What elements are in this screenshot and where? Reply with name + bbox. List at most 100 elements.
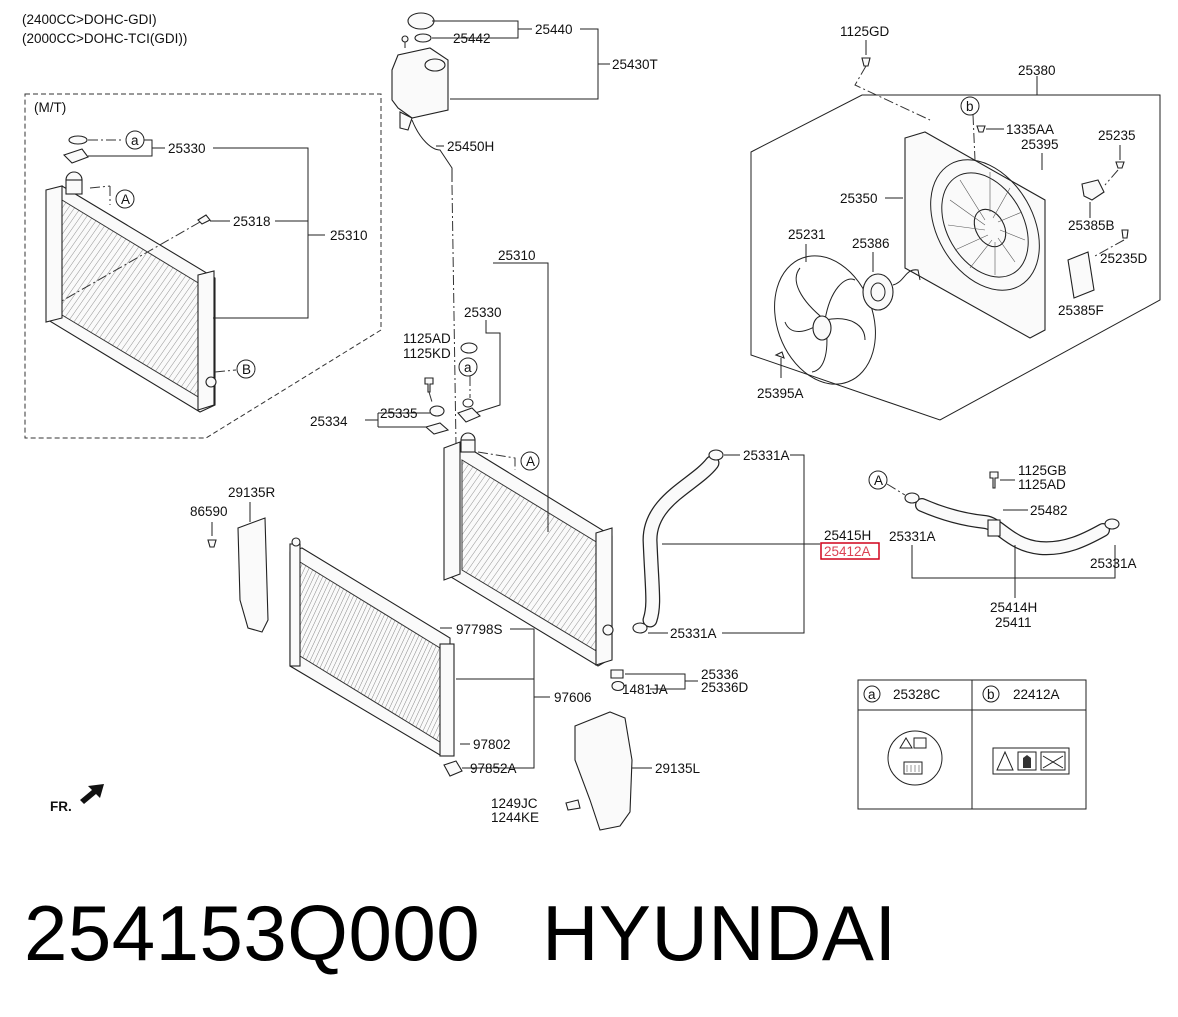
label-25385F: 25385F — [1058, 303, 1104, 318]
label-25415H: 25415H — [824, 528, 871, 543]
module-25385F — [1067, 251, 1095, 299]
label-29135R: 29135R — [228, 485, 276, 500]
legend-a-letter: a — [868, 687, 876, 702]
label-25331A-right1: 25331A — [889, 529, 936, 544]
label-25231: 25231 — [788, 227, 826, 242]
label-29135L: 29135L — [655, 761, 701, 776]
warning-label-rect-icon — [992, 747, 1070, 775]
bolt-1125GB — [989, 471, 999, 489]
label-1249JC: 1249JC — [491, 796, 538, 811]
fan-assembly-box — [750, 94, 1161, 421]
label-97852A: 97852A — [470, 761, 517, 776]
label-1125GD: 1125GD — [840, 24, 890, 39]
parts-diagram: (2400CC>DOHC-GDI) (2000CC>DOHC-TCI(GDI))… — [22, 12, 1161, 831]
svg-text:B: B — [242, 362, 251, 377]
bolt-1249JC — [565, 799, 581, 811]
label-1125AD-right: 1125AD — [1018, 477, 1066, 492]
label-25395A: 25395A — [757, 386, 804, 401]
label-25385B: 25385B — [1068, 218, 1115, 233]
label-25482: 25482 — [1030, 503, 1068, 518]
label-25335: 25335 — [380, 406, 418, 421]
label-97606: 97606 — [554, 690, 592, 705]
label-25412A[interactable]: 25412A — [824, 544, 871, 559]
label-25330: 25330 — [464, 305, 502, 320]
bolt-1335AA — [976, 125, 986, 133]
front-direction-label: FR. — [50, 799, 72, 814]
svg-text:a: a — [464, 360, 472, 375]
label-25331A-bottom: 25331A — [670, 626, 717, 641]
insulator-25336 — [610, 669, 624, 679]
condenser-97606 — [289, 537, 455, 757]
fan-motor-25386 — [862, 269, 921, 311]
label-25440: 25440 — [535, 22, 573, 37]
bracket-25335 — [424, 422, 450, 435]
label-1244KE: 1244KE — [491, 810, 539, 825]
label-25386: 25386 — [852, 236, 890, 251]
warning-label-round-icon — [887, 730, 943, 786]
highlight-box — [820, 542, 880, 560]
label-1125AD: 1125AD — [403, 331, 451, 346]
fan-shroud-25350 — [904, 131, 1046, 339]
cap-seal — [457, 407, 481, 423]
callout-A-hose — [868, 470, 888, 490]
label-25310: 25310 — [498, 248, 536, 263]
callout-b-fan — [960, 96, 980, 116]
engine-note-gdi: (2400CC>DOHC-GDI) — [22, 12, 157, 27]
label-1125KD: 1125KD — [403, 346, 451, 361]
label-1481JA: 1481JA — [622, 682, 668, 697]
label-25336D: 25336D — [701, 680, 749, 695]
footer-caption: 254153Q000 HYUNDAI — [24, 888, 897, 988]
mt-label: (M/T) — [34, 100, 66, 115]
label-97802: 97802 — [473, 737, 511, 752]
cap-gasket — [460, 342, 478, 354]
label-25450H: 25450H — [447, 139, 494, 154]
callout-a-main — [458, 357, 478, 377]
label-25235D: 25235D — [1100, 251, 1148, 266]
label-25331A-right2: 25331A — [1090, 556, 1137, 571]
label-86590: 86590 — [190, 504, 228, 519]
label-mt-25330: 25330 — [168, 141, 206, 156]
label-mt-25310: 25310 — [330, 228, 368, 243]
resistor-25385B — [1081, 179, 1105, 201]
legend-table: a 25328C b 22412A — [857, 679, 1087, 810]
label-mt-25318: 25318 — [233, 214, 271, 229]
label-25235: 25235 — [1098, 128, 1136, 143]
legend-b-part: 22412A — [1013, 687, 1060, 702]
bolt-86590 — [207, 539, 217, 548]
label-25334: 25334 — [310, 414, 348, 429]
label-1335AA: 1335AA — [1006, 122, 1054, 137]
bushing-97852A — [443, 760, 463, 777]
callout-A-main — [520, 451, 540, 471]
radiator-hose-25415H — [632, 449, 724, 634]
svg-text:b: b — [966, 99, 974, 114]
label-25395: 25395 — [1021, 137, 1059, 152]
coolant-reservoir — [391, 12, 453, 182]
label-25350: 25350 — [840, 191, 878, 206]
svg-text:a: a — [131, 133, 139, 148]
front-arrow-icon — [80, 784, 104, 804]
main-radiator — [443, 432, 614, 667]
label-97798S: 97798S — [456, 622, 503, 637]
label-25430T: 25430T — [612, 57, 658, 72]
label-25331A-top: 25331A — [743, 448, 790, 463]
engine-note-tci: (2000CC>DOHC-TCI(GDI)) — [22, 31, 187, 46]
brand-heading: HYUNDAI — [542, 889, 897, 977]
legend-b-letter: b — [987, 687, 995, 702]
legend-a-part: 25328C — [893, 687, 941, 702]
radiator-hose-25414H — [904, 492, 1120, 556]
svg-text:A: A — [874, 473, 883, 488]
air-guard-29135R — [237, 517, 269, 633]
air-guard-29135L — [574, 711, 633, 831]
svg-text:A: A — [526, 454, 535, 469]
label-25414H: 25414H — [990, 600, 1037, 615]
nut-1481JA — [611, 680, 625, 692]
label-25442: 25442 — [453, 31, 491, 46]
callout-A-mt — [115, 189, 135, 209]
part-number-heading: 254153Q000 — [24, 889, 481, 977]
fan-blade-25231 — [774, 255, 876, 385]
bolt-1125AD — [424, 377, 434, 393]
label-1125GB: 1125GB — [1018, 463, 1067, 478]
label-25411: 25411 — [995, 615, 1032, 630]
svg-text:A: A — [121, 192, 130, 207]
label-25336: 25336 — [701, 667, 739, 682]
